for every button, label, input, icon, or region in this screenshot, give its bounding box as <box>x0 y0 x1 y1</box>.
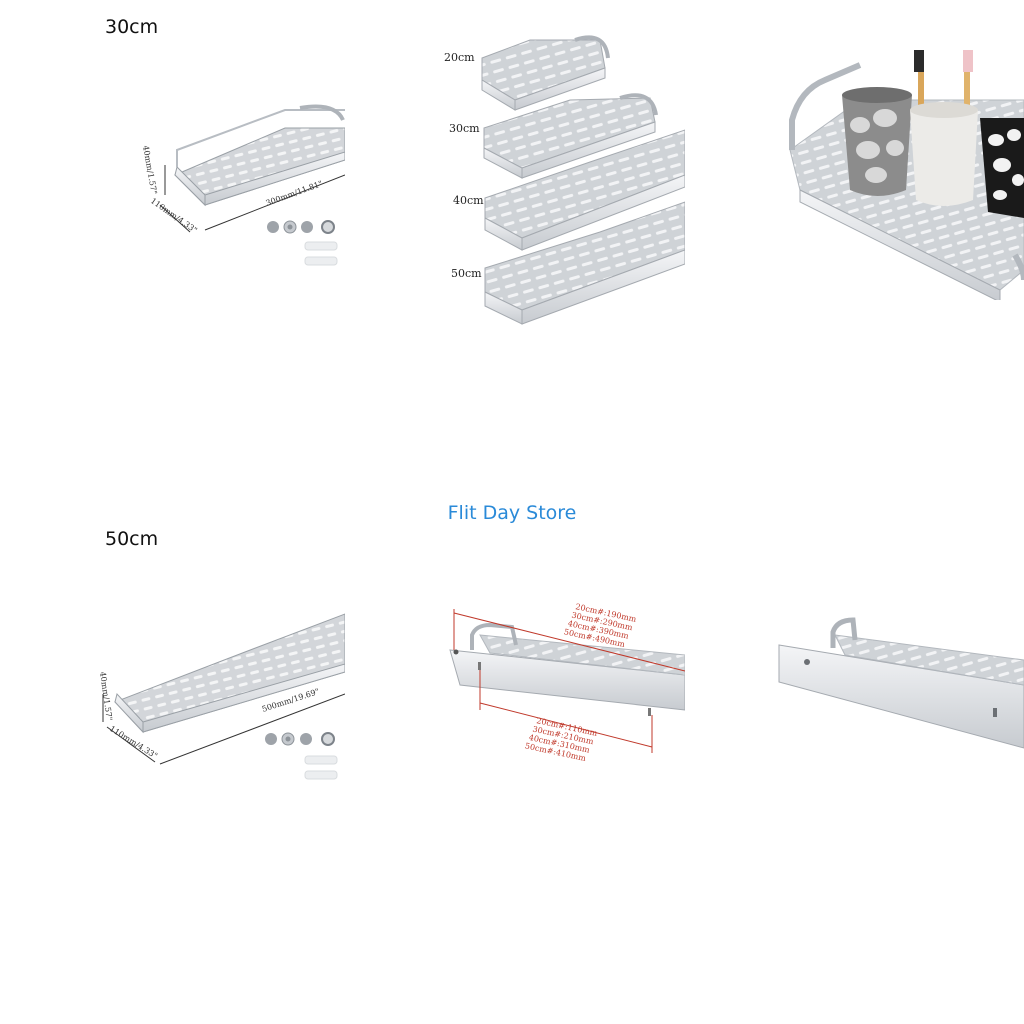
height-dimension-label: 40mm/1.57" <box>141 145 158 195</box>
shelf-20cm <box>481 35 610 111</box>
depth-dimension-label: 110mm/4.33" <box>149 196 199 235</box>
size-label-50cm: 50cm <box>105 528 159 550</box>
shelf-mounting-illustration: 20cm#:190mm 30cm#:290mm 40cm#:390mm 50cm… <box>449 602 685 763</box>
wall-anchors <box>304 241 338 266</box>
shelf-30cm <box>483 93 658 179</box>
size-40cm-label: 40cm <box>453 194 484 207</box>
mounting-screws <box>265 732 335 746</box>
shelf-with-cups-illustration <box>789 50 1024 300</box>
shelf-40cm <box>484 129 685 251</box>
panel-side-view <box>775 600 1024 760</box>
size-label-30cm: 30cm <box>105 16 159 38</box>
size-30cm-label: 30cm <box>449 122 480 135</box>
panel-30cm-dimensions: 30cm 40mm/1.57" 110mm/4.33" 300mm/11.81" <box>95 10 345 340</box>
gray-pebble-cup <box>842 87 912 196</box>
store-name: Flit Day Store <box>447 502 577 524</box>
black-pebble-cup <box>980 118 1024 218</box>
toothbrushes <box>914 50 973 120</box>
shelf-30cm-illustration: 40mm/1.57" 110mm/4.33" 300mm/11.81" <box>141 104 345 266</box>
white-cup <box>910 102 978 206</box>
shelf-50cm <box>484 201 685 325</box>
panel-mounting-dimensions: 20cm#:190mm 30cm#:290mm 40cm#:390mm 50cm… <box>440 595 685 785</box>
size-50cm-label: 50cm <box>451 267 482 280</box>
size-20cm-label: 20cm <box>444 51 475 64</box>
shelf-sizes-illustration: 20cm 30cm 40cm 50cm <box>444 35 685 325</box>
panel-size-comparison: 20cm 30cm 40cm 50cm <box>440 10 685 340</box>
wall-anchors <box>304 755 338 780</box>
shelf-50cm-illustration: 40mm/1.57" 110mm/4.33" 500mm/19.69" <box>98 613 345 780</box>
height-dimension-label: 40mm/1.57" <box>98 671 114 721</box>
mounting-screws <box>267 220 335 234</box>
shelf-side-view-illustration <box>778 617 1024 749</box>
panel-50cm-dimensions: 50cm 40mm/1.57" 110mm/4.33" 500mm/19.69" <box>95 522 345 822</box>
panel-lifestyle-photo <box>780 40 1024 300</box>
